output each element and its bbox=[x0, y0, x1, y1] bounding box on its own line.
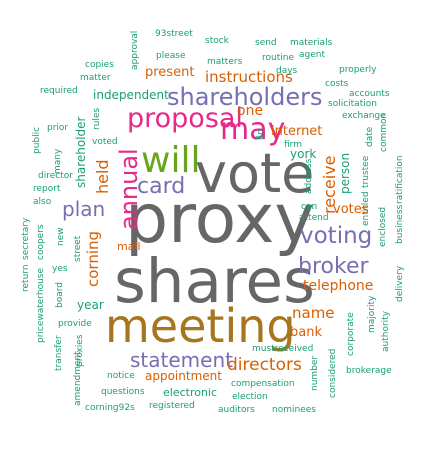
word-name: name bbox=[292, 304, 335, 322]
word-statement: statement bbox=[130, 348, 233, 372]
word-provide: provide bbox=[58, 319, 92, 329]
word-brokerage: brokerage bbox=[346, 366, 392, 376]
word-card: card bbox=[137, 174, 186, 199]
word-corning: corning bbox=[84, 230, 102, 287]
word-accounts: accounts bbox=[349, 89, 390, 99]
word-approval: approval bbox=[130, 30, 140, 70]
word-public: public bbox=[32, 126, 42, 154]
word-required: required bbox=[40, 86, 78, 96]
word-mail: mail bbox=[117, 240, 141, 253]
word-rules: rules bbox=[92, 107, 102, 130]
word-mustreceived: mustreceived bbox=[252, 344, 314, 354]
word-election: election bbox=[232, 392, 268, 402]
word-solicitation: solicitation bbox=[328, 99, 377, 109]
word-business: business bbox=[395, 204, 405, 244]
word-may: may bbox=[220, 112, 286, 147]
word-pricewaterhouse: pricewaterhouse bbox=[36, 267, 46, 343]
word-number: number bbox=[310, 355, 320, 391]
word-internet: internet bbox=[271, 124, 323, 139]
word-electronic: electronic bbox=[163, 386, 218, 399]
word-yes: yes bbox=[52, 264, 68, 274]
word-shareholder: shareholder bbox=[74, 116, 88, 188]
word-corning92s: corning92s bbox=[85, 403, 135, 413]
word-return: return bbox=[21, 264, 31, 292]
word-authority: authority bbox=[381, 310, 391, 352]
word-93street: 93street bbox=[155, 29, 193, 39]
word-present: present bbox=[145, 65, 195, 80]
word-appointment: appointment bbox=[145, 369, 222, 383]
word-entitled: entitled bbox=[361, 191, 371, 226]
word-notice: notice bbox=[107, 371, 135, 381]
word-bank: bank bbox=[290, 325, 322, 340]
word-instructions: instructions bbox=[205, 68, 293, 86]
word-ratification: ratification bbox=[395, 155, 405, 204]
word-considered: considered bbox=[328, 348, 338, 398]
word-plan: plan bbox=[62, 197, 106, 221]
word-york: york bbox=[290, 147, 317, 161]
word-matters: matters bbox=[207, 57, 243, 67]
word-can: can bbox=[301, 202, 318, 212]
word-person: person bbox=[338, 152, 352, 194]
word-voting: voting bbox=[300, 223, 373, 249]
word-registered: registered bbox=[149, 401, 195, 411]
word-please: please bbox=[156, 51, 186, 61]
word-majority: majority bbox=[367, 295, 377, 333]
word-copies: copies bbox=[85, 60, 114, 70]
word-matter: matter bbox=[80, 73, 111, 83]
word-broker: broker bbox=[298, 254, 369, 279]
word-board: board bbox=[55, 282, 65, 308]
word-materials: materials bbox=[290, 38, 333, 48]
word-send: send bbox=[255, 38, 277, 48]
word-transfer: transfer bbox=[54, 335, 64, 371]
word-common: common bbox=[379, 112, 389, 152]
word-corporate: corporate bbox=[346, 312, 356, 356]
word-director: director bbox=[38, 171, 73, 181]
word-enclosed: enclosed bbox=[378, 206, 388, 247]
word-date: date bbox=[365, 126, 375, 147]
word-voted: voted bbox=[92, 137, 118, 147]
word-directors: directors bbox=[227, 355, 302, 375]
word-shares: shares bbox=[114, 246, 315, 317]
word-will: will bbox=[141, 140, 201, 181]
word-year: year bbox=[77, 298, 104, 312]
word-costs: costs bbox=[325, 79, 349, 89]
word-auditors: auditors bbox=[218, 405, 255, 415]
word-shareholders: shareholders bbox=[167, 83, 323, 111]
word-meeting: meeting bbox=[105, 299, 296, 353]
word-votes: votes bbox=[333, 202, 369, 217]
word-questions: questions bbox=[101, 387, 145, 397]
word-secretary: secretary bbox=[21, 217, 31, 260]
word-proposal: proposal bbox=[127, 103, 243, 134]
word-exchange: exchange bbox=[342, 111, 386, 121]
word-prior: prior bbox=[47, 123, 69, 133]
word-also: also bbox=[33, 197, 52, 207]
word-coopers: coopers bbox=[36, 224, 46, 260]
word-one: one bbox=[237, 103, 264, 119]
word-routine: routine bbox=[262, 53, 294, 63]
word-report: report bbox=[33, 184, 61, 194]
word-llp: llp bbox=[256, 129, 266, 140]
word-held: held bbox=[93, 159, 112, 194]
word-telephone: telephone bbox=[303, 278, 374, 294]
word-amendment: amendment bbox=[73, 351, 83, 406]
word-street: street bbox=[73, 235, 83, 262]
word-firm: firm bbox=[284, 140, 302, 150]
word-days: days bbox=[276, 66, 298, 76]
word-properly: properly bbox=[339, 65, 377, 75]
word-compensation: compensation bbox=[231, 379, 295, 389]
word-independent: independent bbox=[93, 88, 169, 102]
word-address: address bbox=[304, 158, 314, 194]
word-new: new bbox=[56, 227, 66, 246]
word-nominees: nominees bbox=[272, 405, 316, 415]
word-trustee: trustee bbox=[361, 155, 371, 188]
word-attend: attend bbox=[299, 213, 329, 223]
word-proxy: proxy bbox=[125, 180, 315, 259]
word-agent: agent bbox=[299, 50, 325, 60]
word-vote: vote bbox=[195, 142, 315, 205]
word-stock: stock bbox=[205, 36, 229, 46]
word-delivery: delivery bbox=[395, 265, 405, 302]
